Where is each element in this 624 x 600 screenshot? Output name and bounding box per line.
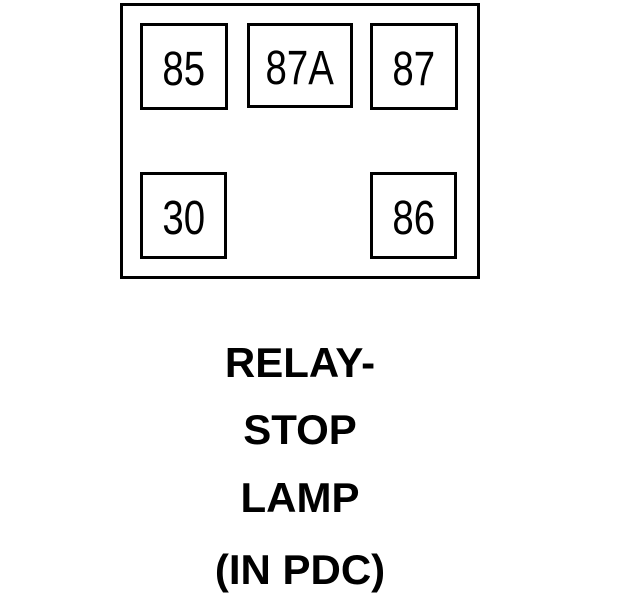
caption-line-relay: RELAY- [224, 339, 376, 386]
pin-87a-label: 87A [265, 42, 335, 95]
pin-terminal-87a: 87A [247, 23, 353, 108]
pin-30-label: 30 [162, 192, 205, 245]
pin-87-label: 87 [392, 43, 436, 96]
relay-body-outline: 85 87A 87 30 86 [120, 3, 480, 279]
pin-85-label: 85 [162, 43, 206, 96]
pin-terminal-30: 30 [140, 172, 227, 259]
caption-line-location: (IN PDC) [214, 546, 386, 593]
pin-86-label: 86 [392, 192, 435, 245]
pin-terminal-87: 87 [370, 23, 458, 110]
caption-line-lamp: LAMP [240, 474, 360, 521]
pin-terminal-85: 85 [140, 23, 228, 110]
pin-terminal-86: 86 [370, 172, 457, 259]
caption-line-stop: STOP [243, 406, 357, 453]
